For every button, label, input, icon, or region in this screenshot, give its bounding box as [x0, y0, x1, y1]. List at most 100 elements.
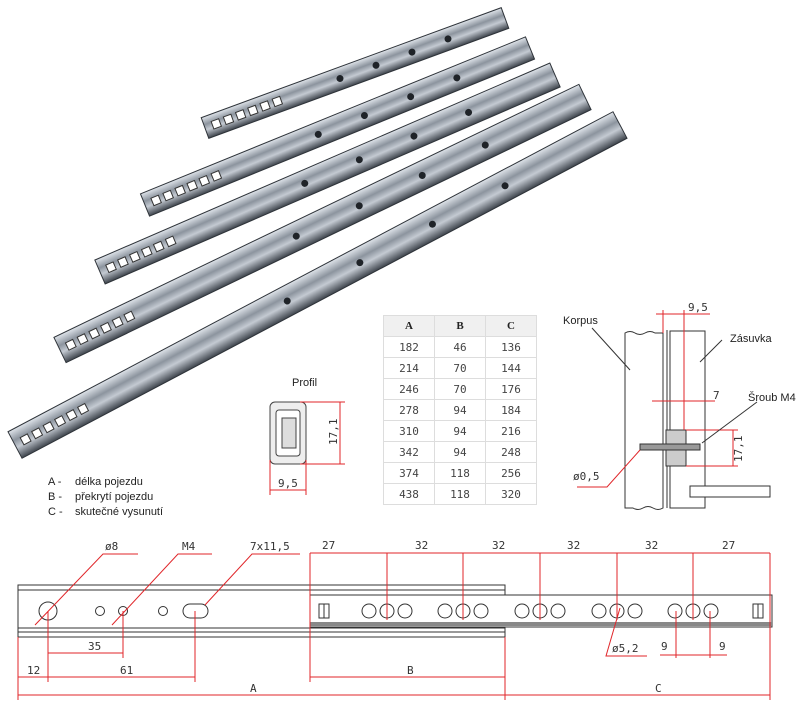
table-cell: 182 — [383, 336, 435, 358]
hole-d8-label: ø8 — [105, 540, 118, 553]
rail-hole — [152, 240, 165, 253]
dim-top-1: 27 — [322, 539, 335, 552]
rail-hole — [88, 327, 101, 340]
rail-hole — [428, 220, 436, 228]
rail-hole — [247, 104, 259, 117]
rail-hole — [31, 427, 44, 440]
rail-hole — [186, 179, 199, 192]
mounting-hole — [627, 603, 643, 619]
rail-hole — [105, 261, 117, 274]
legend-key-c: C - — [48, 506, 63, 518]
dim-top-4: 32 — [567, 539, 580, 552]
mounting-hole — [667, 603, 683, 619]
table-cell: 184 — [485, 399, 537, 421]
table-cell: 70 — [434, 378, 486, 400]
rail-hole — [259, 100, 271, 112]
rail-hole — [174, 184, 187, 197]
mounting-hole — [591, 603, 607, 619]
mounting-hole — [703, 603, 719, 619]
dim-top-5: 32 — [645, 539, 658, 552]
rail-hole — [292, 232, 300, 240]
legend-text-c: skutečné vysunutí — [75, 506, 163, 518]
slot-label: 7x11,5 — [250, 540, 290, 553]
table-header-row: A B C — [383, 315, 537, 337]
table-cell: 320 — [485, 483, 537, 505]
table-cell: 342 — [383, 441, 435, 463]
mounting-hole — [437, 603, 453, 619]
rail-hole — [481, 141, 489, 149]
profile-height: 17,1 — [327, 419, 340, 446]
table-cell: 256 — [485, 462, 537, 484]
rail-hole — [162, 189, 175, 202]
rail-hole — [99, 321, 112, 334]
dim-c: C — [655, 682, 662, 695]
rail-hole — [465, 108, 473, 116]
rail-hole — [355, 156, 363, 164]
rail-hole — [356, 259, 364, 267]
rail-hole — [314, 130, 322, 138]
profile-title: Profil — [292, 377, 317, 389]
rail-hole — [355, 202, 363, 210]
rail-hole — [128, 250, 141, 263]
rail-hole — [76, 402, 90, 416]
rail-hole — [65, 408, 78, 422]
table-cell: 214 — [383, 357, 435, 379]
rail-hole — [283, 297, 291, 305]
legend-text-a: délka pojezdu — [75, 476, 143, 488]
table-cell: 118 — [434, 462, 486, 484]
rail-hole — [42, 421, 55, 434]
legend-key-a: A - — [48, 476, 62, 488]
legend-key-b: B - — [48, 491, 62, 503]
table-cell: 136 — [485, 336, 537, 358]
rail-hole — [64, 338, 77, 351]
rail-hole — [76, 333, 89, 346]
dim-top-3: 32 — [492, 539, 505, 552]
profile-drawing: Profil 17,1 9,5 — [269, 377, 345, 495]
table-cell: 248 — [485, 441, 537, 463]
rail-photo — [94, 62, 561, 285]
rail-hole — [164, 235, 177, 248]
rail-photo — [53, 83, 592, 364]
dim-a: A — [250, 682, 257, 695]
hole-d52-label: ø5,2 — [612, 642, 639, 655]
mounting-hole — [550, 603, 566, 619]
legend-text-b: překrytí pojezdu — [75, 491, 153, 503]
table-header: A — [383, 315, 435, 337]
mounting-hole — [473, 603, 489, 619]
dim-b: B — [407, 664, 414, 677]
legend: A - délka pojezdu B - překrytí pojezdu C… — [48, 476, 163, 518]
rail-hole — [501, 182, 509, 190]
section-hole: ø0,5 — [573, 470, 600, 483]
table-cell: 94 — [434, 420, 486, 442]
rail-hole — [222, 113, 235, 126]
rail-hole — [372, 61, 380, 69]
rail-hole — [271, 95, 284, 108]
dim-12: 12 — [27, 664, 40, 677]
rail-photo — [139, 36, 536, 217]
label-zasuvka: Zásuvka — [730, 333, 772, 345]
table-cell: 46 — [434, 336, 486, 358]
mounting-hole — [397, 603, 413, 619]
section-view: Korpus Zásuvka 9,5 7 Šroub M4 17,1 ø0,5 — [563, 301, 796, 510]
dim-top-6: 27 — [722, 539, 735, 552]
section-height: 17,1 — [732, 436, 745, 463]
rail-hole — [408, 48, 416, 56]
mounting-hole — [361, 603, 377, 619]
rail-hole — [360, 112, 368, 120]
rail-hole — [150, 194, 162, 207]
rail-hole — [301, 179, 309, 187]
rail-hole — [234, 109, 247, 121]
rail-hole — [54, 415, 67, 428]
table-cell: 278 — [383, 399, 435, 421]
table-cell: 438 — [383, 483, 435, 505]
rail-photo — [7, 111, 628, 459]
profile-width: 9,5 — [278, 477, 298, 490]
